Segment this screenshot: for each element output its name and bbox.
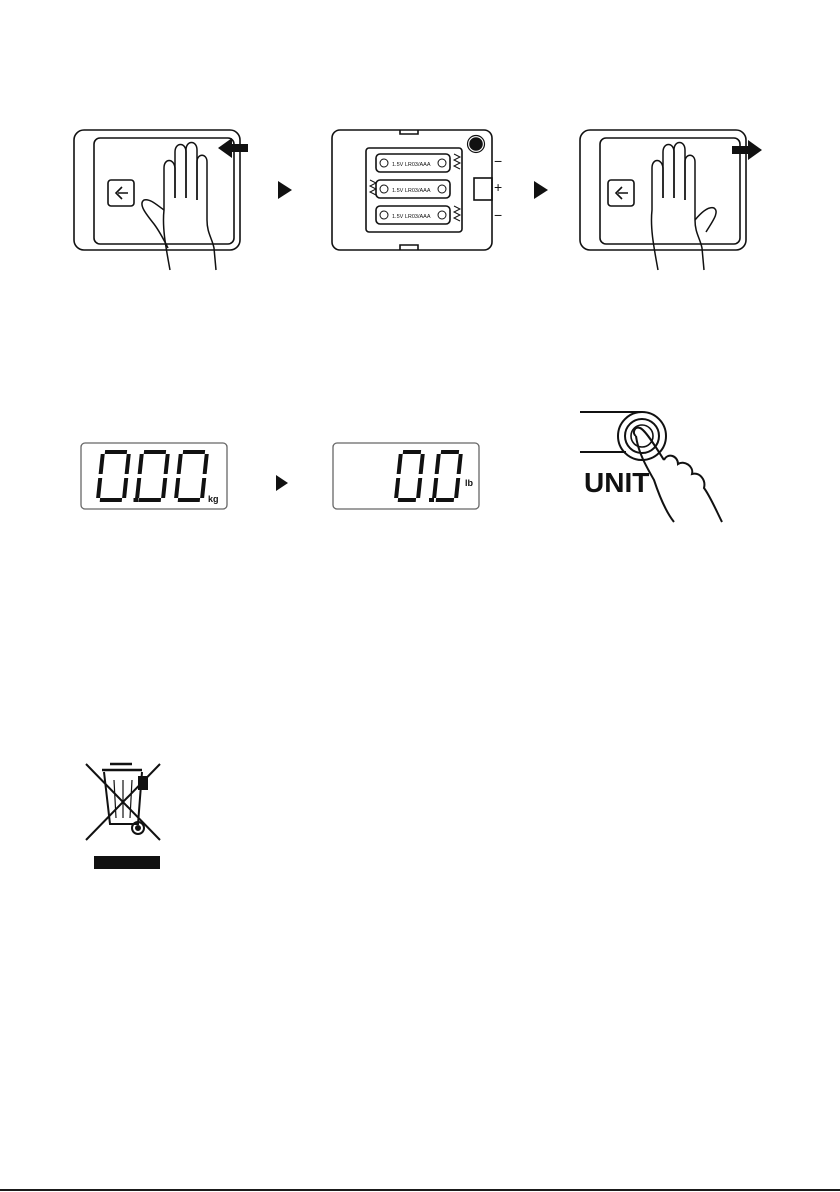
step-arrow-1 xyxy=(278,181,292,199)
battery-step-open xyxy=(72,128,262,273)
battery-step-close xyxy=(578,128,768,273)
digit-segment xyxy=(394,478,400,498)
polarity-mid: + xyxy=(494,179,502,195)
digit-segment xyxy=(105,450,127,454)
digit-segment xyxy=(432,478,438,498)
digit-segment xyxy=(164,454,170,474)
latch xyxy=(474,178,492,200)
display-kg: kg xyxy=(80,442,228,510)
unit-button-label: UNIT xyxy=(584,467,649,498)
digit-segment xyxy=(178,498,200,502)
digit-segment xyxy=(174,478,180,498)
battery-compartment: 1.5V LR03/AAA 1.5V LR03/AAA 1.5V LR03/AA… xyxy=(330,128,510,256)
digit-segment xyxy=(203,454,209,474)
digit-segment xyxy=(200,478,206,498)
digit-segment xyxy=(139,498,161,502)
step-arrow-2 xyxy=(534,181,548,199)
digit-segment xyxy=(403,450,421,454)
digit-segment xyxy=(161,478,167,498)
digit-segment xyxy=(454,478,460,498)
digit-segment xyxy=(125,454,131,474)
scale-back-outline xyxy=(74,130,240,250)
digit-segment xyxy=(96,478,102,498)
hand-icon xyxy=(651,143,716,271)
decimal-point xyxy=(134,498,139,502)
digit-segment xyxy=(135,478,141,498)
play-triangle-icon xyxy=(534,181,548,199)
weee-symbol xyxy=(80,758,166,872)
hand-icon xyxy=(142,143,216,271)
play-triangle-icon xyxy=(278,181,292,199)
weee-bar xyxy=(94,856,160,869)
crossed-bin-icon xyxy=(80,758,166,872)
digit-segment xyxy=(183,450,205,454)
digit-segment xyxy=(435,454,441,474)
slide-left-symbol xyxy=(608,180,634,206)
digit-segment xyxy=(398,498,416,502)
cell-label-3: 1.5V LR03/AAA xyxy=(392,214,431,220)
digit-segment xyxy=(177,454,183,474)
display-lb: lb xyxy=(332,442,480,510)
polarity-top: − xyxy=(494,153,502,169)
digit-segment xyxy=(99,454,105,474)
digit-segment xyxy=(416,478,422,498)
play-triangle-icon xyxy=(276,475,288,491)
digit-segment xyxy=(436,498,454,502)
seven-segment-readout xyxy=(394,450,463,502)
digit-segment xyxy=(419,454,425,474)
unit-button-illustration: UNIT xyxy=(576,406,736,536)
digit-segment xyxy=(144,450,166,454)
battery-cover xyxy=(600,138,740,244)
digit-segment xyxy=(397,454,403,474)
arrow-right-icon xyxy=(732,140,762,160)
decimal-point xyxy=(429,498,434,502)
digit-segment xyxy=(100,498,122,502)
digit-segment xyxy=(457,454,463,474)
digit-segment xyxy=(122,478,128,498)
polarity-bottom: − xyxy=(494,207,502,223)
seven-segment-readout xyxy=(96,450,209,502)
slide-left-symbol xyxy=(108,180,134,206)
digit-segment xyxy=(138,454,144,474)
cell-label-1: 1.5V LR03/AAA xyxy=(392,162,431,168)
cell-label-2: 1.5V LR03/AAA xyxy=(392,188,431,194)
lb-unit-label: lb xyxy=(465,478,474,488)
sensor-dot xyxy=(470,138,482,150)
step-arrow-3 xyxy=(276,475,288,491)
digit-segment xyxy=(441,450,459,454)
bottom-rule xyxy=(0,1189,840,1191)
kg-unit-label: kg xyxy=(208,494,219,504)
